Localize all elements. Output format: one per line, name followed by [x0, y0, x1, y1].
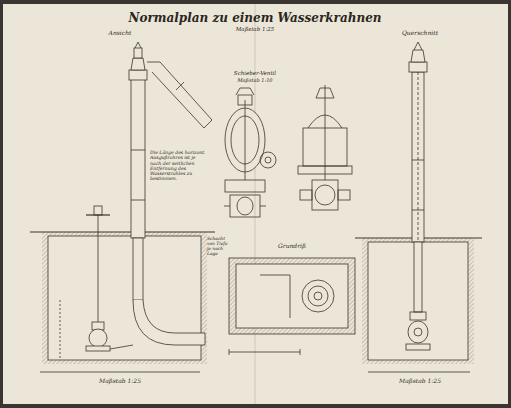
paper — [3, 4, 508, 404]
valve-details — [224, 85, 355, 355]
drawing-label: Maßstab 1:25 — [215, 26, 295, 32]
drawing-label: Die Länge des horizont. Ausgußrohres ist… — [150, 150, 206, 182]
drawing-label: Maßstab 1:25 — [90, 378, 150, 385]
drawing-label: Maßstab 1:10 — [225, 78, 285, 84]
drawing-label: Querschnitt — [395, 30, 445, 37]
drawing-label: Maßstab 1:25 — [390, 378, 450, 385]
drawing-label: Ansicht — [100, 30, 140, 37]
hydrant-elevation — [30, 42, 215, 372]
drawing-title: Normalplan zu einem Wasserkrahnen — [125, 12, 385, 26]
drawing-label: Schacht von Tiefe je nach Lage — [207, 236, 229, 256]
drawing-label: Schieber-Ventil — [220, 70, 290, 76]
fold-line — [255, 4, 256, 404]
hydrant-section — [355, 42, 482, 372]
drawing-label: Grundriß — [267, 243, 317, 250]
